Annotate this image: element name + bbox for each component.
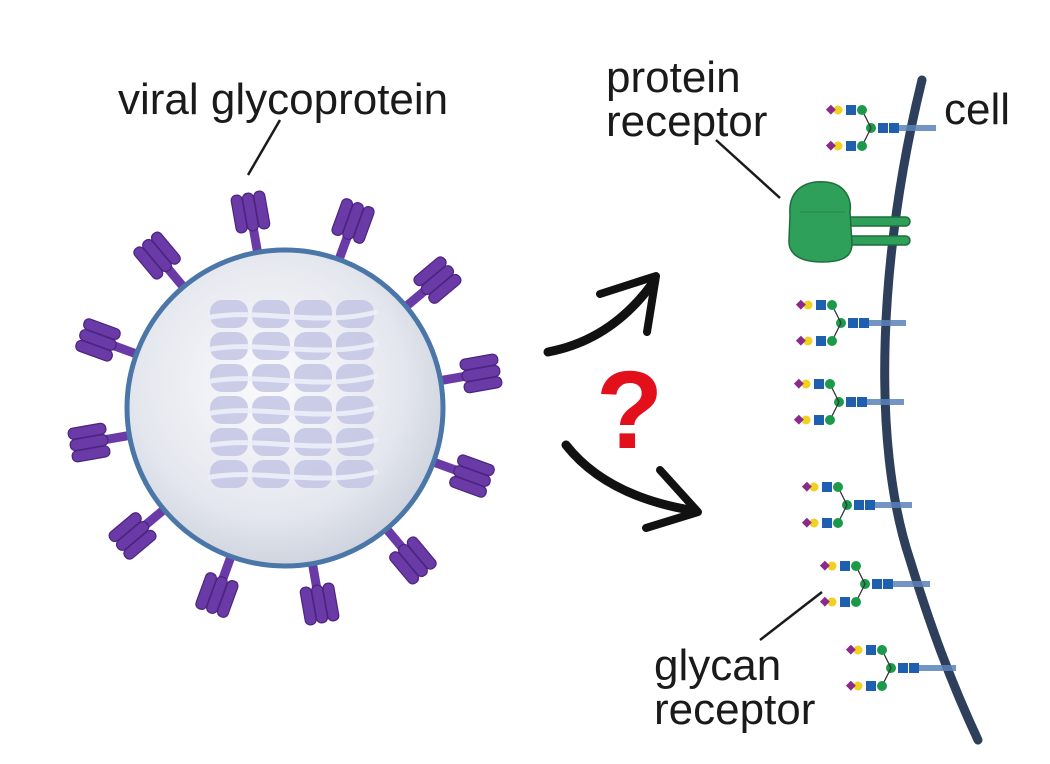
- glycan-tree-icon: [845, 644, 956, 691]
- glycan-receptor-leader-line: [759, 591, 823, 641]
- protein-receptor-leader-line: [715, 139, 781, 199]
- question-mark: ?: [596, 349, 664, 472]
- viral-glycoprotein-label: viral glycoprotein: [118, 75, 449, 124]
- cell-membrane: [880, 75, 983, 745]
- glycoprotein-spike-icon: [75, 318, 146, 362]
- glycoprotein-spike-icon: [195, 547, 239, 618]
- viral-glycoprotein-spikes: [67, 190, 503, 626]
- protein-receptor-label-line1: protein: [606, 53, 741, 102]
- protein-receptor-icon: [788, 181, 911, 263]
- glycan-receptors: [793, 104, 956, 691]
- glycan-tree-icon: [795, 299, 906, 346]
- glycan-tree-icon: [793, 378, 904, 425]
- glycan-receptor-label-line1: glycan: [654, 641, 782, 690]
- protein-receptor-label-line2: receptor: [606, 97, 768, 146]
- cell-label: cell: [944, 85, 1011, 134]
- virus-capsid: [207, 300, 379, 488]
- glycan-tree-icon: [825, 104, 936, 151]
- glycan-receptor-label-line2: receptor: [654, 685, 816, 734]
- glycoprotein-spike-icon: [67, 422, 139, 463]
- glycoprotein-spike-icon: [431, 353, 503, 394]
- glycan-tree-icon: [819, 560, 930, 607]
- glycan-tree-icon: [801, 481, 912, 528]
- viral-glycoprotein-leader-line: [246, 119, 282, 176]
- arrow-to-protein-receptor: [543, 272, 660, 357]
- arrow-to-glycan-receptor: [561, 440, 702, 532]
